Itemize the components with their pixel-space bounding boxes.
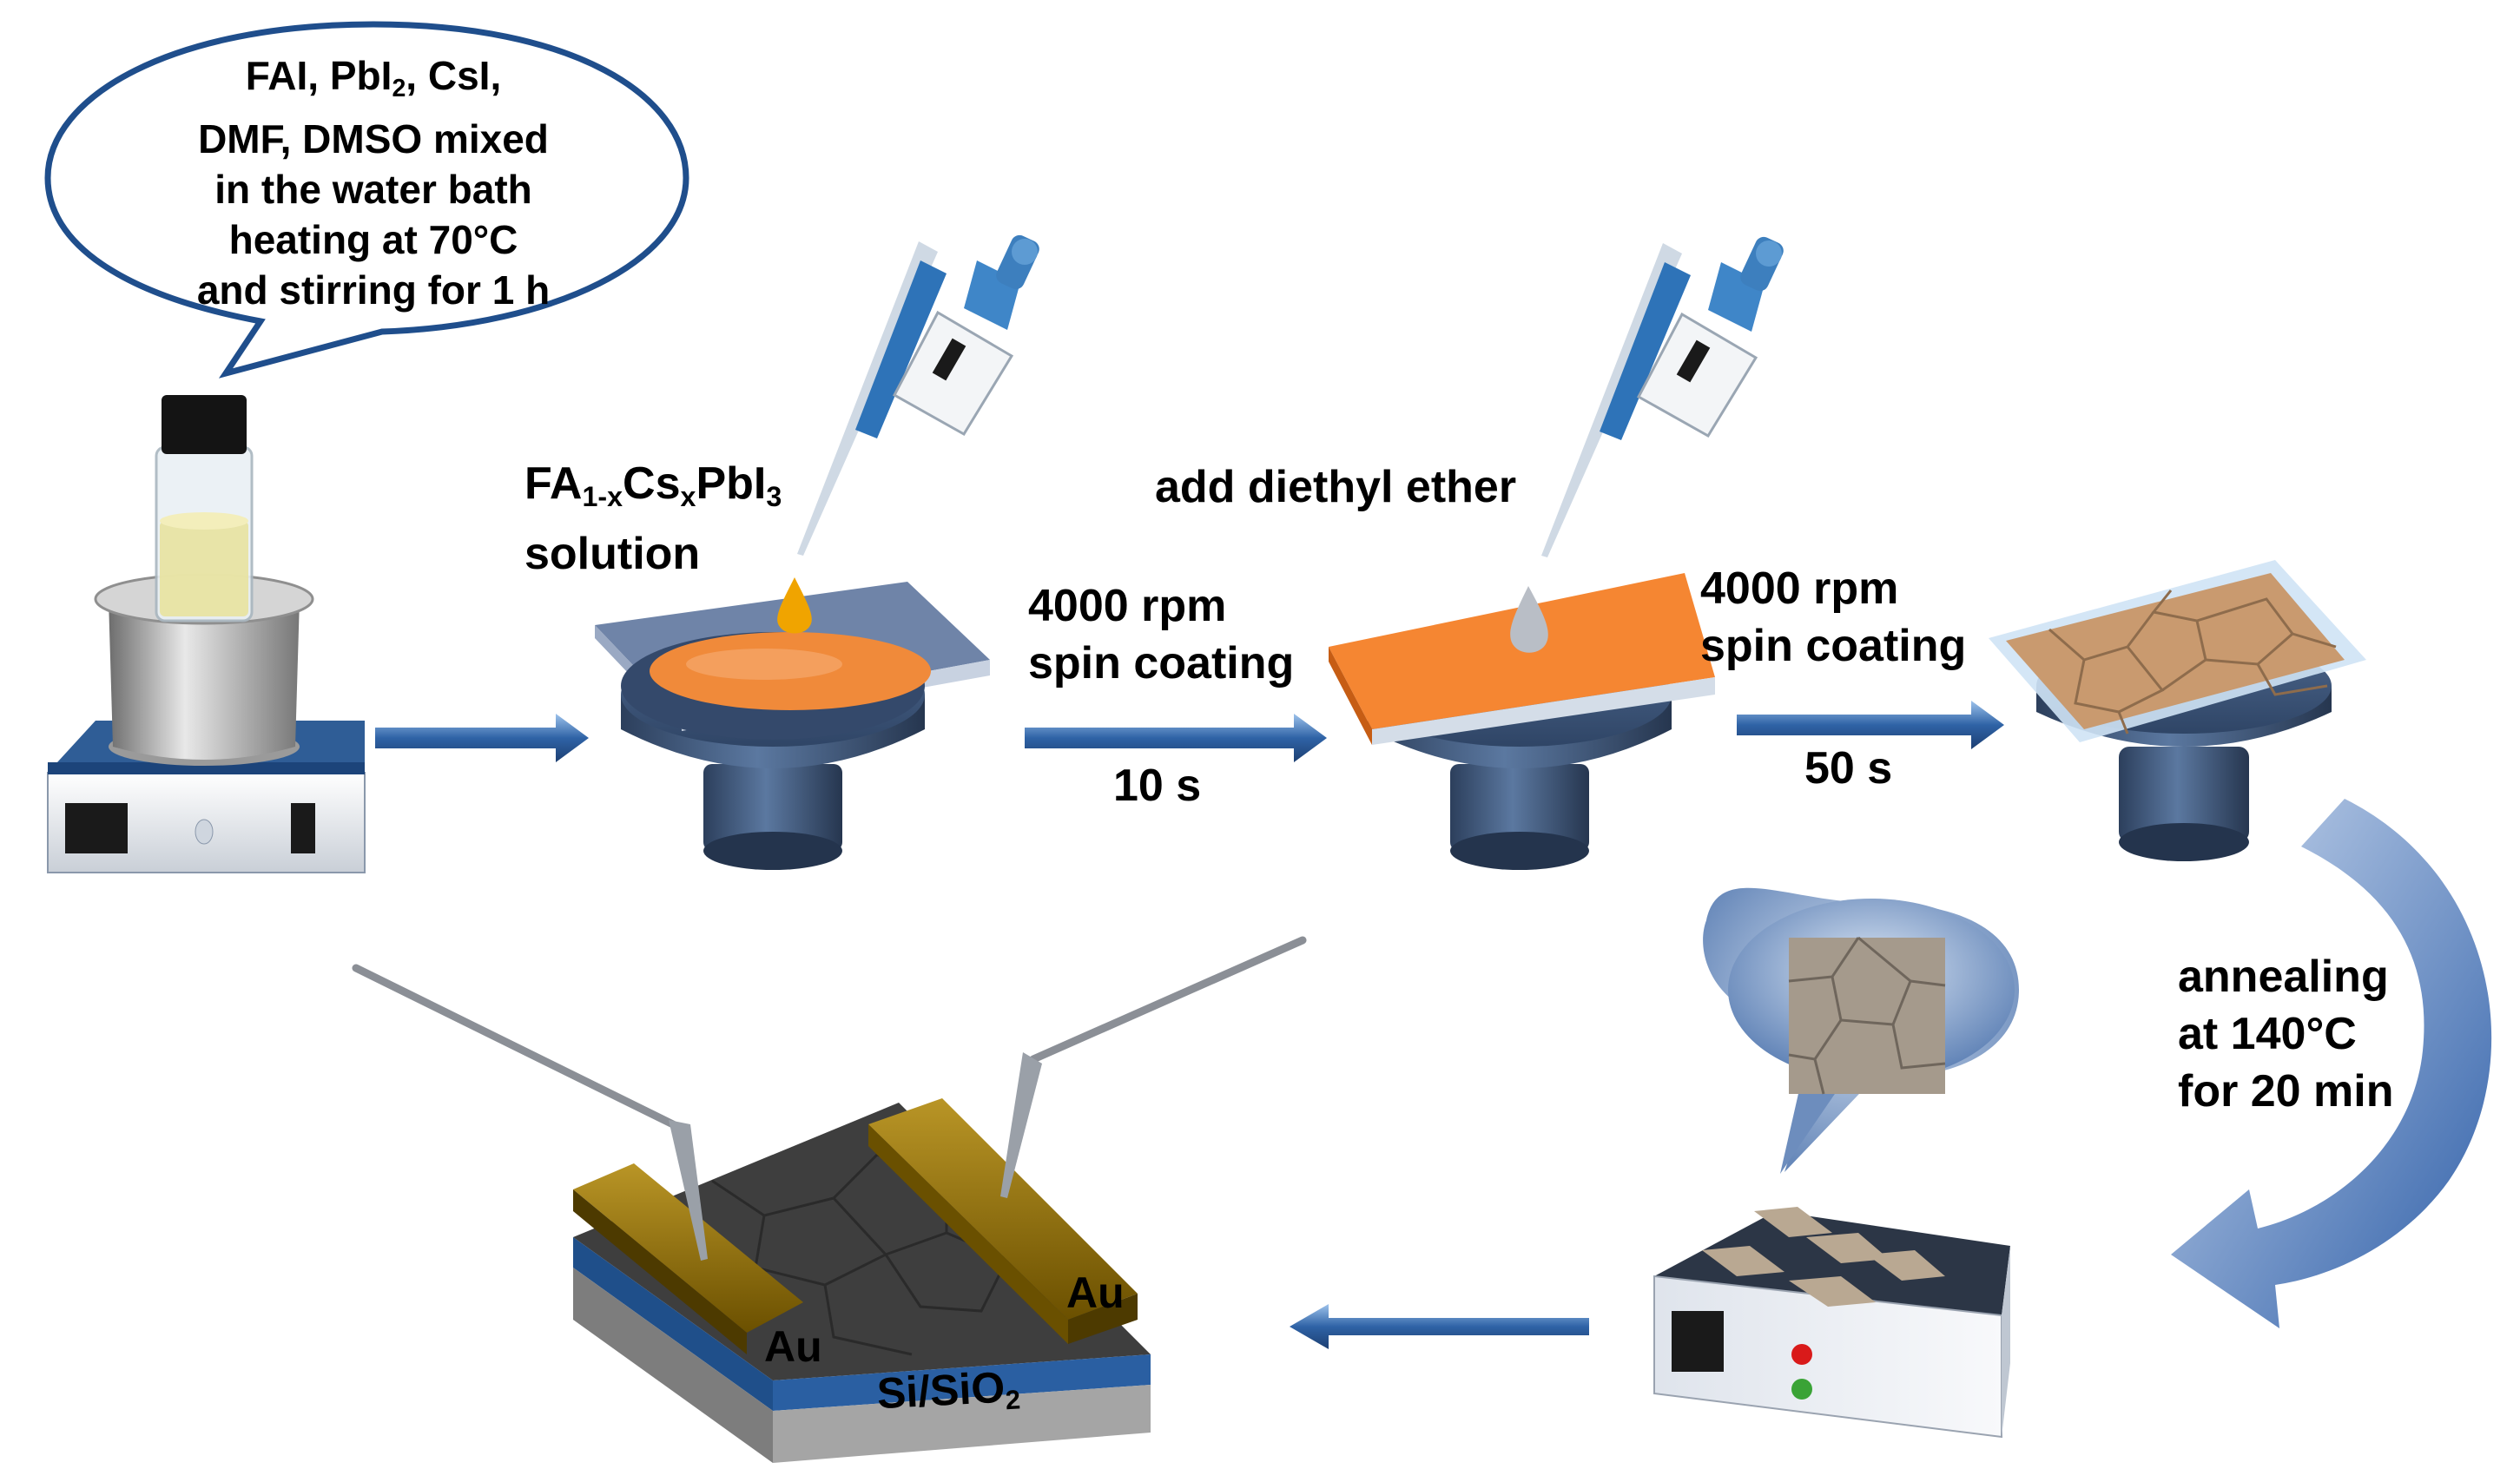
anneal-line-1: annealing <box>2178 952 2389 1002</box>
anneal-line-2: at 140°C <box>2178 1009 2357 1059</box>
stirrer-display-icon <box>65 803 128 853</box>
annealing-curve-arrow <box>2171 799 2492 1328</box>
au-electrode-left <box>573 1163 803 1333</box>
bubble-line-2: DMF, DMSO mixed <box>198 115 549 161</box>
au-label-right: Au <box>1066 1268 1125 1317</box>
probe-needles <box>352 936 1307 1261</box>
annealing-hotplate <box>1653 1207 2010 1439</box>
bubble-text: FAI, PbI2, CsI, DMF, DMSO mixed in the w… <box>130 50 617 315</box>
solution-label: FA1-xCsxPbI3 solution <box>524 455 782 583</box>
bubble-line-4: heating at 70°C <box>228 216 518 262</box>
spin1-action: spin coating <box>1028 638 1295 688</box>
arrow-3 <box>1737 701 2004 749</box>
spin2-action: spin coating <box>1700 621 1967 671</box>
stirrer-switch-icon <box>291 803 315 853</box>
spin-step-2: 4000 rpm spin coating <box>1700 560 1966 675</box>
arrow-2 <box>1025 714 1327 762</box>
glass-vial <box>155 395 254 623</box>
hotplate-display-icon <box>1672 1311 1724 1372</box>
droplet-ether-icon <box>1510 586 1548 653</box>
zoom-bubble <box>1703 887 2019 1174</box>
droplet-orange-icon <box>777 577 812 634</box>
arrow-4 <box>1290 1304 1589 1349</box>
spin1-rpm: 4000 rpm <box>1028 581 1227 631</box>
pipette-1-icon <box>797 234 1039 556</box>
power-led-icon <box>1791 1344 1812 1365</box>
crystallized-film <box>2006 573 2345 729</box>
photodetector-device <box>573 1098 1151 1463</box>
ready-led-icon <box>1791 1379 1812 1400</box>
bubble-line-5: and stirring for 1 h <box>196 267 551 313</box>
speech-bubble <box>44 21 689 379</box>
bubble-line-3: in the water bath <box>214 166 532 212</box>
spin2-time: 50 s <box>1804 743 1893 794</box>
bubble-line-1: FAI, PbI2, CsI, <box>245 53 502 102</box>
spin-coater-1 <box>595 582 990 870</box>
substrate-label: Si/SiO2 <box>875 1362 1021 1419</box>
solution-word: solution <box>524 529 701 580</box>
spin1-time: 10 s <box>1113 761 1202 811</box>
spin-coater-3 <box>1989 560 2366 861</box>
stirrer-knob-icon <box>195 819 214 845</box>
solution-formula: FA1-xCsxPbI3 <box>524 458 782 513</box>
spin-step-1: 4000 rpm spin coating <box>1028 577 1294 692</box>
pipette-2-icon <box>1541 236 1784 557</box>
anneal-line-3: for 20 min <box>2178 1066 2394 1117</box>
arrow-1 <box>375 714 589 762</box>
au-label-left: Au <box>764 1322 822 1371</box>
spin2-rpm: 4000 rpm <box>1700 563 1899 614</box>
au-electrode-right <box>868 1098 1138 1320</box>
add-ether-label: add diethyl ether <box>1155 462 1517 512</box>
anneal-label: annealing at 140°C for 20 min <box>2178 948 2394 1120</box>
grain-zoom <box>1789 938 1945 1094</box>
